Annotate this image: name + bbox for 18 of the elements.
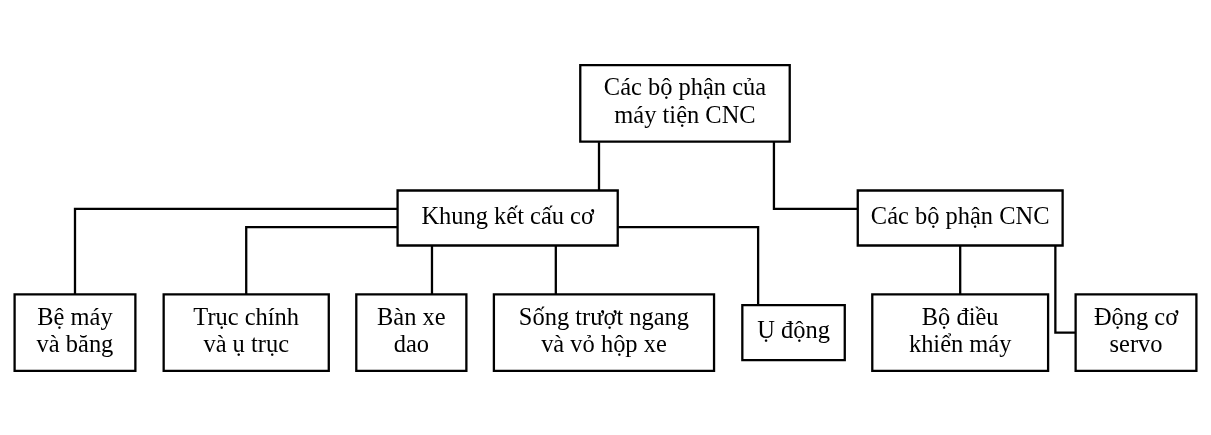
node-box: Sống trượt ngang và vỏ hộp xe [492, 292, 716, 372]
connector [618, 225, 760, 305]
connector [959, 245, 962, 294]
node-box: Ụ động [741, 303, 846, 361]
node-box: Các bộ phận của máy tiện CNC [579, 63, 791, 143]
node-box: Trục chính và ụ trục [162, 292, 330, 372]
node-box: Bệ máy và băng [13, 292, 137, 372]
node-box: Các bộ phận CNC [856, 188, 1064, 247]
connector [554, 245, 557, 294]
connector [73, 207, 398, 294]
connector [772, 141, 858, 210]
node-box: Bộ điều khiển máy [871, 292, 1050, 372]
connector [430, 245, 434, 294]
node-box: Động cơ servo [1074, 292, 1198, 372]
node-box: Khung kết cấu cơ [396, 188, 619, 247]
connector [245, 225, 398, 294]
node-box: Bàn xe dao [355, 292, 468, 372]
connector [597, 141, 601, 190]
